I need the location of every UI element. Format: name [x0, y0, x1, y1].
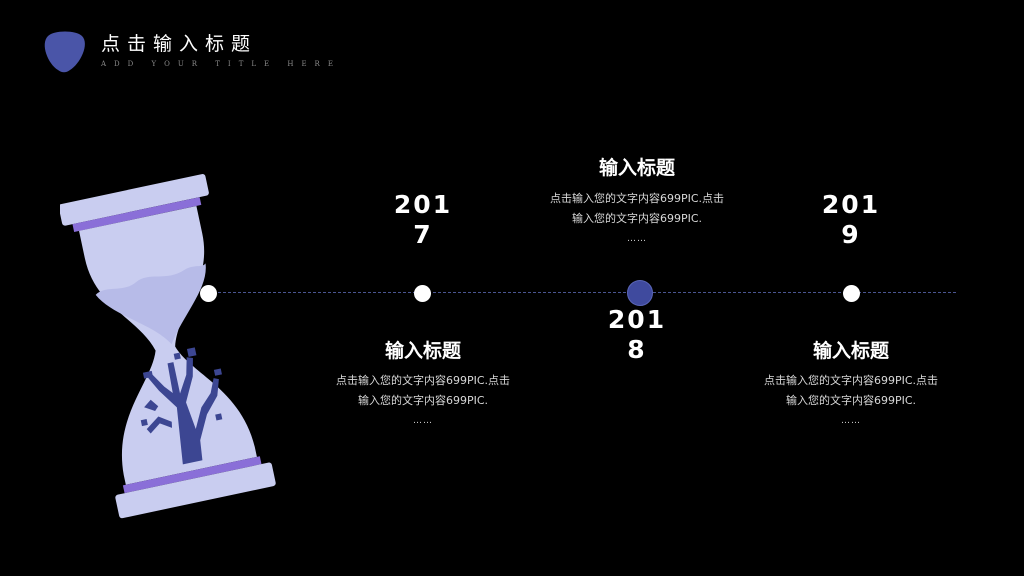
milestone-heading-2018: 输入标题 — [598, 157, 675, 179]
milestone-ellipsis-2018: …… — [627, 234, 647, 244]
milestone-heading-2017: 输入标题 — [384, 340, 461, 362]
logo-blob-icon — [44, 31, 85, 73]
page-title: 点击输入标题 — [101, 33, 258, 55]
page-subtitle: ADD YOUR TITLE HERE — [101, 60, 341, 68]
timeline-line — [208, 292, 956, 293]
milestone-ellipsis-2017: …… — [413, 416, 433, 426]
hourglass-illustration-icon — [60, 174, 276, 519]
timeline-dot-2017 — [414, 285, 431, 302]
milestone-heading-2019: 输入标题 — [812, 340, 889, 362]
year-label-2019: 201 9 — [821, 190, 881, 249]
timeline-dot-2019 — [843, 285, 860, 302]
milestone-text-2018: 点击输入您的文字内容699PIC.点击 输入您的文字内容699PIC. — [549, 192, 725, 225]
timeline-start-dot — [200, 285, 217, 302]
milestone-text-2019: 点击输入您的文字内容699PIC.点击 输入您的文字内容699PIC. — [763, 374, 939, 407]
milestone-text-2017: 点击输入您的文字内容699PIC.点击 输入您的文字内容699PIC. — [335, 374, 511, 407]
year-label-2017: 201 7 — [393, 190, 453, 249]
timeline-dot-2018 — [627, 280, 653, 306]
year-label-2018: 201 8 — [607, 305, 667, 364]
milestone-ellipsis-2019: …… — [841, 416, 861, 426]
